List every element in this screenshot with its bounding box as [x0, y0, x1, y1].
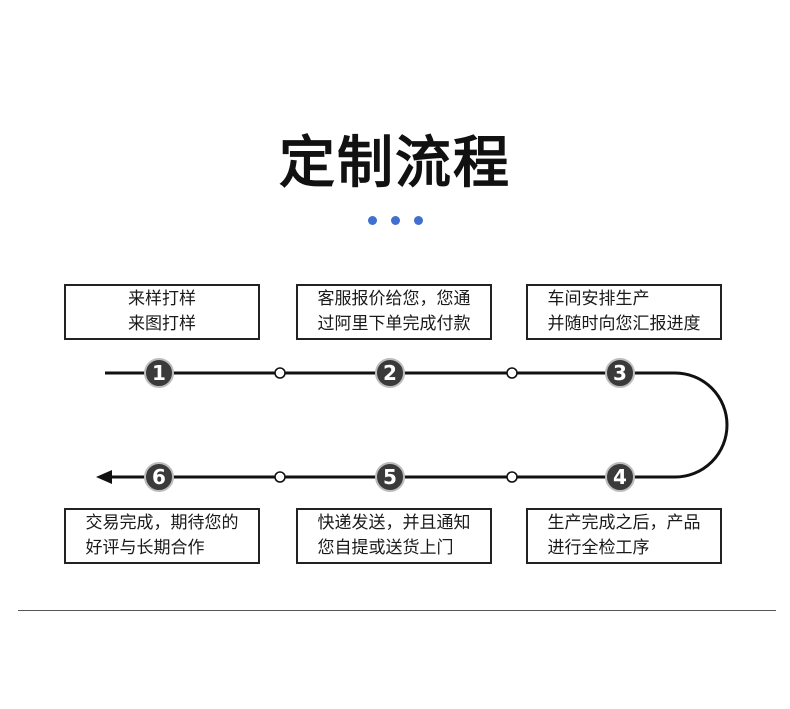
step-3-box: 车间安排生产 并随时向您汇报进度 [526, 284, 722, 340]
flow-line [105, 371, 729, 479]
step-5-line1: 快递发送，并且通知 [317, 513, 471, 533]
step-5-number-badge: 5 [375, 462, 405, 492]
title-decoration-dots [0, 216, 790, 225]
step-1-number-badge: 1 [144, 358, 174, 388]
bottom-divider [18, 610, 776, 611]
decoration-dot [390, 216, 400, 225]
flow-arrow-head [96, 470, 112, 484]
step-6-line1: 交易完成，期待您的 [85, 513, 239, 533]
page-title: 定制流程 [279, 131, 511, 196]
step-2-number-badge: 2 [375, 358, 405, 388]
step-3-line2: 并随时向您汇报进度 [547, 314, 701, 334]
decoration-dot [413, 216, 423, 225]
step-2-line2: 过阿里下单完成付款 [317, 314, 471, 334]
step-5-line2: 您自提或送货上门 [317, 538, 454, 558]
flow-node [274, 367, 286, 379]
flow-node [274, 471, 286, 483]
step-6-line2: 好评与长期合作 [85, 538, 205, 558]
step-1-box: 来样打样 来图打样 [64, 284, 260, 340]
step-1-line2: 来图打样 [128, 314, 196, 334]
step-6-number-badge: 6 [144, 462, 174, 492]
step-6-box: 交易完成，期待您的 好评与长期合作 [64, 508, 260, 564]
flow-node [506, 367, 518, 379]
step-4-box: 生产完成之后，产品 进行全检工序 [526, 508, 722, 564]
step-5-box: 快递发送，并且通知 您自提或送货上门 [296, 508, 492, 564]
flow-node [506, 471, 518, 483]
step-4-line1: 生产完成之后，产品 [547, 513, 701, 533]
step-4-line2: 进行全检工序 [547, 538, 650, 558]
step-3-line1: 车间安排生产 [547, 289, 650, 309]
step-1-line1: 来样打样 [128, 289, 196, 309]
step-2-box: 客服报价给您，您通 过阿里下单完成付款 [296, 284, 492, 340]
step-2-line1: 客服报价给您，您通 [317, 289, 471, 309]
step-4-number-badge: 4 [605, 462, 635, 492]
step-3-number-badge: 3 [605, 358, 635, 388]
decoration-dot [367, 216, 377, 225]
